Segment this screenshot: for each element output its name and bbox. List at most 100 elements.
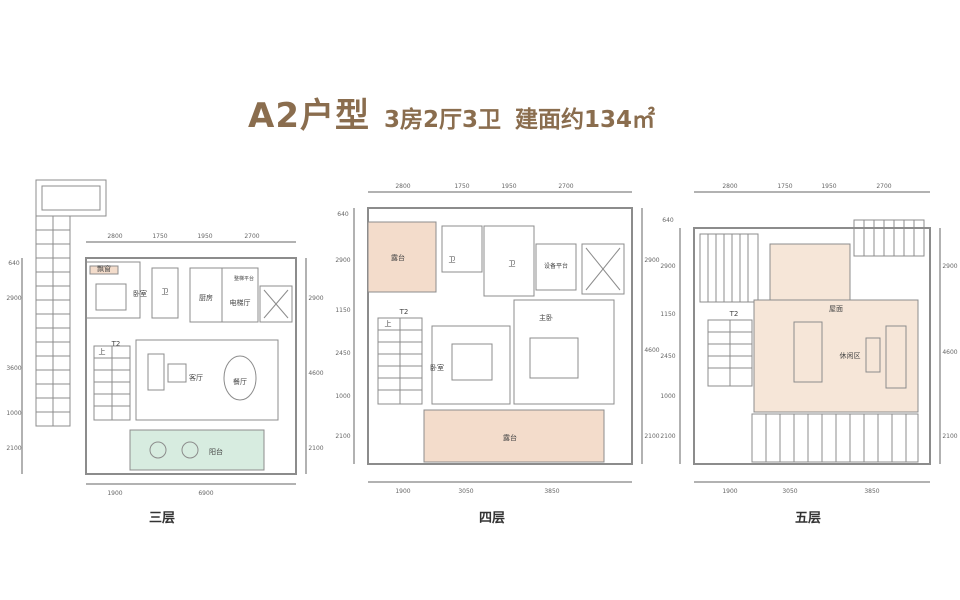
floor-5-roof-garden <box>769 243 851 301</box>
floor-4-top-terrace <box>367 221 437 293</box>
floor-5-label: 五层 <box>794 511 821 526</box>
floor-5-pergola <box>853 219 925 257</box>
floor-3-internal-stair <box>93 345 131 421</box>
floor-4-left-dim-5: 1000 <box>335 393 350 400</box>
floor-3-dining-table-icon <box>223 355 257 401</box>
floor-4-room-bedroom: 卧室 <box>430 363 444 372</box>
floor-4-bottom-dim-1: 1900 <box>395 488 410 495</box>
floor-3-left-dim-5: 2100 <box>6 445 21 452</box>
floor-3-right-dim-1: 2900 <box>308 295 323 302</box>
floor-5-bottom-dim-2: 3050 <box>782 488 797 495</box>
floor-4-bottom-terrace <box>423 409 605 463</box>
floor-4-equipment-platform <box>535 243 577 291</box>
floor-3-exterior-stair <box>35 215 71 427</box>
floor-4-left-dim-2: 2900 <box>335 257 350 264</box>
floor-4-label: 四层 <box>478 511 505 526</box>
floor-4-top-dim-1: 2800 <box>395 183 410 190</box>
floor-5-coffee-table-icon <box>865 337 881 373</box>
floor-5-bottom-dim-3: 3850 <box>864 488 879 495</box>
floor-5-top-dim-1: 2800 <box>722 183 737 190</box>
floor-4-top-dim-3: 1950 <box>501 183 516 190</box>
floor-3-bed-icon <box>95 283 127 311</box>
floor-4-elevator <box>581 243 625 295</box>
floor-4-right-dim-3: 2100 <box>644 433 659 440</box>
floor-4-room-equipment: 设备平台 <box>544 262 568 270</box>
floor-4-top-dim-4: 2700 <box>558 183 573 190</box>
floor-5-leisure-area <box>753 299 919 413</box>
floor-3-elevator-hall <box>221 267 259 323</box>
floor-4-outline <box>367 207 633 465</box>
floor-5-internal-stair <box>707 319 753 387</box>
floor-3-left-dim-2: 2900 <box>6 295 21 302</box>
floor-4-plan <box>353 191 643 483</box>
floor-3-bottom-dim-2: 6900 <box>198 490 213 497</box>
unit-type-name: A2户型 <box>248 96 370 136</box>
floor-5-right-dim-2: 4600 <box>942 349 957 356</box>
floor-3-top-dim-4: 2700 <box>244 233 259 240</box>
floor-3-left-dim-1: 640 <box>8 260 20 267</box>
plan-title: A2户型 3房2厅3卫 建面约134㎡ <box>248 88 655 137</box>
floor-4-left-dim-3: 1150 <box>335 307 350 314</box>
floor-4-room-bath-1: 卫 <box>449 256 456 264</box>
floor-5-left-dim-1: 640 <box>662 217 674 224</box>
floor-4-left-dim-1: 640 <box>337 211 349 218</box>
floor-3-room-kitchen: 厨房 <box>199 293 213 302</box>
floor-3-balcony <box>129 429 265 471</box>
floor-4-room-top-terrace: 露台 <box>391 253 405 262</box>
floor-3-living-dining <box>135 339 279 421</box>
floor-5-left-dim-6: 2100 <box>660 433 675 440</box>
floor-4-room-master-bedroom: 主卧 <box>539 313 553 322</box>
unit-layout: 3房2厅3卫 <box>383 107 501 133</box>
floor-5-right-dim-3: 2100 <box>942 433 957 440</box>
floor-4-room-bath-2: 卫 <box>509 260 516 268</box>
floor-3-coffee-table-icon <box>167 363 187 383</box>
floor-5-top-dim-4: 2700 <box>876 183 891 190</box>
floor-5-top-dim-3: 1950 <box>821 183 836 190</box>
floor-4-bedroom <box>431 325 511 405</box>
floor-3-room-balcony: 阳台 <box>209 447 223 456</box>
floor-3-outline <box>85 257 297 475</box>
floor-5-left-dim-3: 1150 <box>660 311 675 318</box>
floor-4-bedroom-bed-icon <box>451 343 493 381</box>
floor-3-top-dim-1: 2800 <box>107 233 122 240</box>
floor-4-bottom-dim-2: 3050 <box>458 488 473 495</box>
floor-4-stair-up: 上 <box>385 319 392 328</box>
floor-5-roof-hatch-top <box>699 233 759 303</box>
floor-5-left-dim-4: 2450 <box>660 353 675 360</box>
floor-3-elevator <box>259 285 293 323</box>
unit-area: 建面约134㎡ <box>515 107 656 133</box>
floor-5-left-dim-5: 1000 <box>660 393 675 400</box>
floor-4-left-dim-6: 2100 <box>335 433 350 440</box>
floor-5-top-dim-2: 1750 <box>777 183 792 190</box>
floor-5-outline <box>693 227 931 465</box>
floor-4-right-dim-1: 2900 <box>644 257 659 264</box>
floor-3-top-dim-2: 1750 <box>152 233 167 240</box>
floor-3-room-elevator-hall: 电梯厅 <box>230 298 251 307</box>
floor-3-bottom-dim-1: 1900 <box>107 490 122 497</box>
floor-4-master-bed-icon <box>529 337 579 379</box>
floor-3-left-dim-3: 3600 <box>6 365 21 372</box>
floor-5-dining-table-icon <box>793 321 823 383</box>
floor-3-bay-window <box>89 265 119 275</box>
floor-5-sofa-icon <box>885 325 907 389</box>
floor-5-stair-label: T2 <box>729 310 739 318</box>
floor-3-right-dim-3: 2100 <box>308 445 323 452</box>
floor-3-left-dim-4: 1000 <box>6 410 21 417</box>
floor-4-bath-1 <box>441 225 483 273</box>
floor-3-right-dim-2: 4600 <box>308 370 323 377</box>
floor-3-balcony-chair-icon-2 <box>181 441 199 459</box>
floor-3-plan <box>21 179 307 485</box>
floor-3-room-bay-window: 飘窗 <box>97 264 111 273</box>
floor-3-top-dim-3: 1950 <box>197 233 212 240</box>
floor-3-bedroom <box>85 261 141 319</box>
floor-4-room-bottom-terrace: 露台 <box>503 433 517 442</box>
floor-4-stair-label: T2 <box>399 308 409 316</box>
floor-5-roof-hatch-bottom <box>751 413 919 463</box>
floor-5-right-dim-1: 2900 <box>942 263 957 270</box>
floor-3-roof-ledge <box>35 179 107 217</box>
floor-3-sofa-icon <box>147 353 165 391</box>
floor-4-right-dim-2: 4600 <box>644 347 659 354</box>
floor-3-room-bath: 卫 <box>162 288 169 296</box>
floor-4-left-dim-4: 2450 <box>335 350 350 357</box>
